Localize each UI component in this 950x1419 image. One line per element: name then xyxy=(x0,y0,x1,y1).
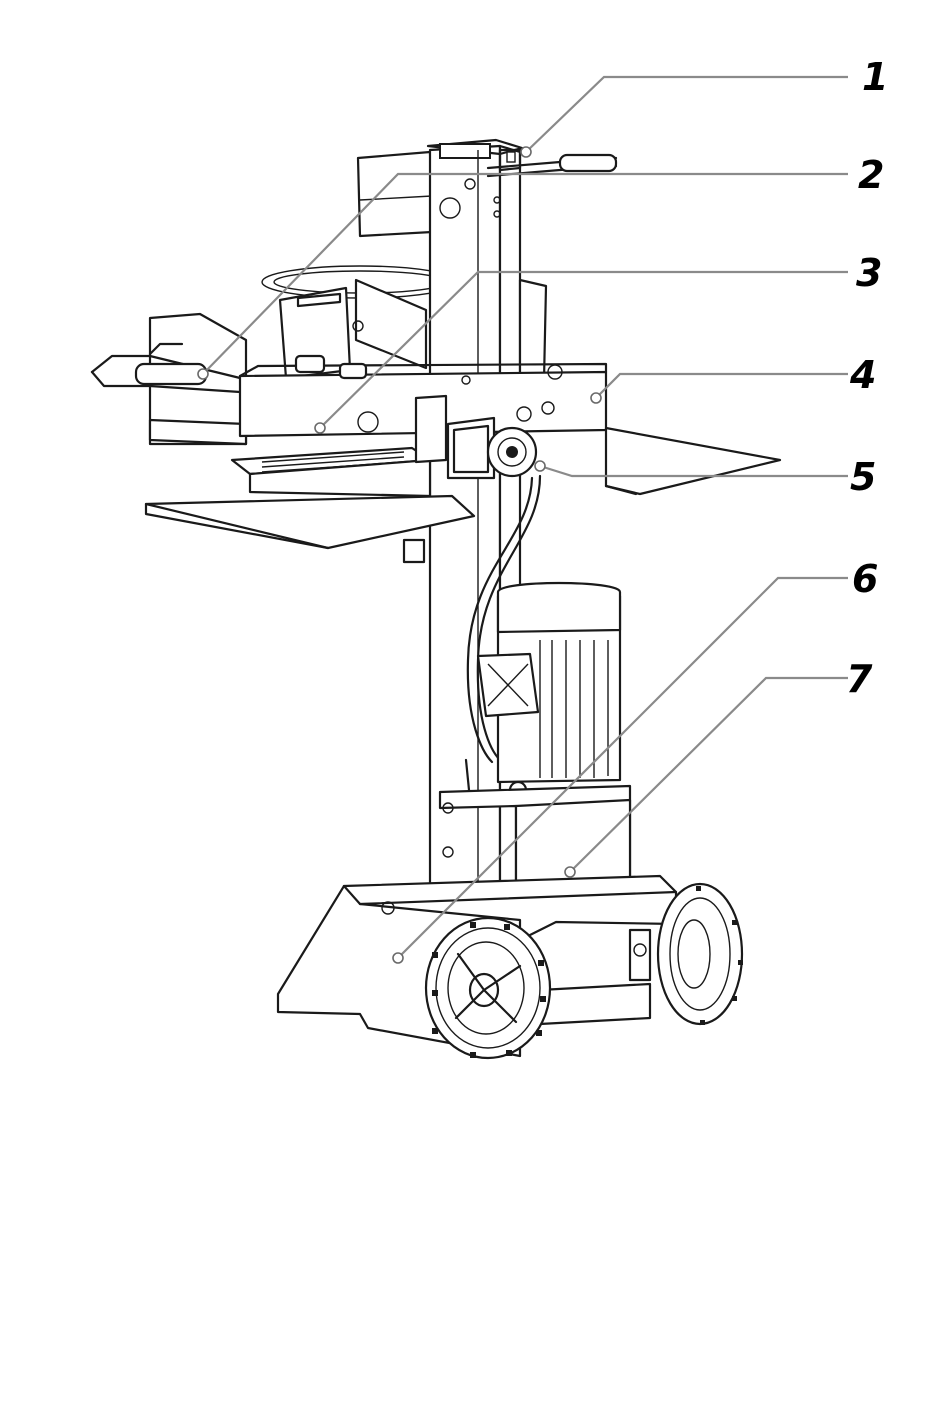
callout-7-label: 7 xyxy=(846,657,873,701)
callout-3-anchor xyxy=(315,423,325,433)
callout-4-label: 4 xyxy=(849,353,876,397)
callout-1-anchor xyxy=(521,147,531,157)
callout-labels: 1 2 3 4 5 6 7 xyxy=(846,55,888,701)
callout-2-label: 2 xyxy=(858,153,884,197)
callout-6-anchor xyxy=(393,953,403,963)
callout-3-label: 3 xyxy=(856,251,882,295)
callout-2-anchor xyxy=(198,369,208,379)
callout-5-anchor xyxy=(535,461,545,471)
callout-4-anchor xyxy=(591,393,601,403)
callout-6-label: 6 xyxy=(852,557,878,601)
callout-5-label: 5 xyxy=(850,455,876,499)
callout-7-anchor xyxy=(565,867,575,877)
callout-1-label: 1 xyxy=(862,55,888,99)
